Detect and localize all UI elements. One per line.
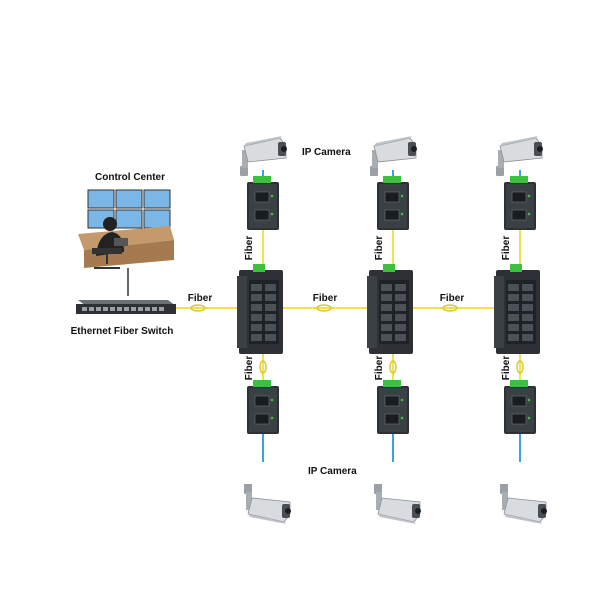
fiber-label-main-2: Fiber bbox=[313, 293, 338, 304]
industrial-switch-icon bbox=[494, 264, 540, 354]
fiber-label-main-1: Fiber bbox=[188, 293, 213, 304]
control-center-label: Control Center bbox=[95, 172, 165, 183]
fiber-label-col2-top: Fiber bbox=[374, 236, 385, 261]
control-center-icon bbox=[78, 189, 174, 269]
media-converter-icon bbox=[376, 175, 410, 231]
cables bbox=[127, 170, 524, 462]
industrial-switch-icon bbox=[367, 264, 413, 354]
ip-camera-label-bottom: IP Camera bbox=[308, 466, 357, 477]
ip-camera-label-top: IP Camera bbox=[302, 147, 351, 158]
fiber-label-col2-bottom: Fiber bbox=[374, 356, 385, 381]
media-converter-icon bbox=[246, 379, 280, 435]
ethernet-switch-label: Ethernet Fiber Switch bbox=[71, 326, 174, 337]
fiber-label-col1-top: Fiber bbox=[244, 236, 255, 261]
media-converter-icon bbox=[246, 175, 280, 231]
fiber-label-col3-top: Fiber bbox=[501, 236, 512, 261]
fiber-label-main-3: Fiber bbox=[440, 293, 465, 304]
ip-camera-icon bbox=[499, 483, 548, 525]
ip-camera-icon bbox=[243, 483, 292, 525]
industrial-switch-icon bbox=[237, 264, 283, 354]
rack-switch-icon bbox=[76, 300, 176, 314]
media-converter-icon bbox=[503, 175, 537, 231]
fiber-label-col3-bottom: Fiber bbox=[501, 356, 512, 381]
media-converter-icon bbox=[503, 379, 537, 435]
fiber-label-col1-bottom: Fiber bbox=[244, 356, 255, 381]
ip-camera-icon bbox=[373, 483, 422, 525]
media-converter-icon bbox=[376, 379, 410, 435]
